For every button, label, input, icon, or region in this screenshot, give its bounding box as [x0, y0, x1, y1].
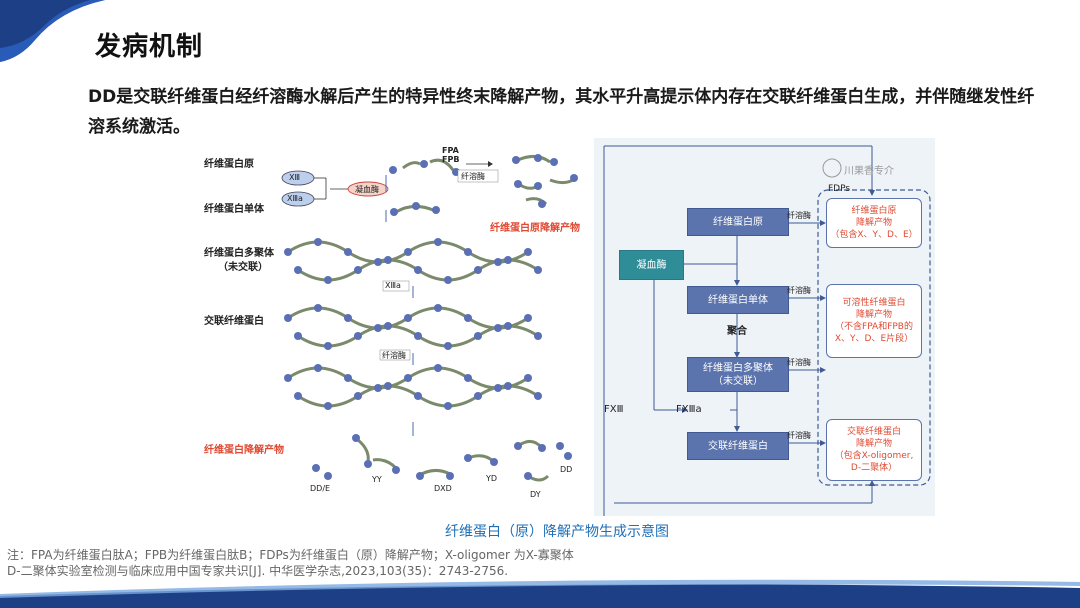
stage-label-degradation: 纤维蛋白降解产物 [204, 445, 284, 456]
stage-label-monomer: 纤维蛋白单体 [204, 204, 264, 215]
stage-label-uncrosslinked: （未交联） [218, 262, 268, 273]
product-2-line2: 降解产物 [855, 310, 892, 320]
fpb-label: FPB [442, 155, 460, 164]
intro-paragraph: DD是交联纤维蛋白经纤溶酶水解后产生的特异性终末降解产物，其水平升高提示体内存在… [88, 87, 1035, 137]
product-box-fibrinogen: 纤维蛋白原 降解产物 （包含X、Y、D、E） [826, 198, 922, 248]
page-title: 发病机制 [95, 32, 204, 62]
stage-label-polymer: 纤维蛋白多聚体 [204, 248, 274, 259]
footnote-line-1: 注：FPA为纤维蛋白肽A；FPB为纤维蛋白肽B；FDPs为纤维蛋白（原）降解产物… [7, 548, 574, 562]
stage-label-fibrinogen: 纤维蛋白原 [204, 159, 254, 170]
stage-label-crosslinked: 交联纤维蛋白 [204, 316, 264, 327]
flow-box-crosslinked: 交联纤维蛋白 [687, 432, 789, 460]
product-2-line1: 可溶性纤维蛋白 [842, 298, 906, 308]
factor13-label: XⅢ [289, 173, 300, 182]
molecular-diagram: 纤维蛋白原 纤维蛋白单体 纤维蛋白多聚体 （未交联） 交联纤维蛋白 纤维蛋白降解… [198, 140, 600, 512]
flow-box-thrombin: 凝血酶 [619, 250, 684, 280]
fpa-label: FPA [442, 146, 459, 155]
plasmin-label-1: 纤溶酶 [787, 211, 811, 220]
product-2-line4: X、Y、D、E片段） [834, 334, 914, 344]
flowchart-panel: 川果香专介 FDPs 纤维蛋白原 凝血酶 纤维蛋白单体 聚合 纤维蛋白多聚体 （… [594, 138, 935, 516]
product-1-line3: （包含X、Y、D、E） [830, 230, 918, 240]
plasmin-label-2: 纤溶酶 [787, 286, 811, 295]
flow-box-polymer-line1: 纤维蛋白多聚体 [703, 362, 773, 374]
fdps-label: FDPs [828, 184, 851, 194]
factor13a-label: XⅢa [287, 194, 303, 203]
flow-box-polymer: 纤维蛋白多聚体 （未交联） [687, 357, 789, 392]
flow-box-polymer-line2: （未交联） [713, 375, 763, 387]
plasmin-step-label: 纤溶酶 [382, 351, 406, 360]
product-3-line4: D-二聚体） [850, 463, 898, 473]
fragment-dd: DD [560, 465, 573, 474]
fragment-yd: YD [486, 474, 498, 483]
product-3-line2: 降解产物 [855, 439, 892, 449]
watermark: 川果香专介 [844, 166, 894, 177]
fragment-dy: DY [530, 490, 541, 499]
flow-box-monomer: 纤维蛋白单体 [687, 286, 789, 314]
flowchart-lines [603, 145, 931, 516]
fragment-dxd: DXD [434, 484, 452, 493]
fragment-dde: DD/E [310, 484, 331, 493]
fxiiia-label: FXⅢa [676, 404, 702, 415]
plasmin-label-4: 纤溶酶 [787, 431, 811, 440]
product-2-line3: （不含FPA和FPB的 [835, 322, 913, 332]
product-1-line2: 降解产物 [855, 218, 892, 228]
product-3-line3: （包含X-oligomer, [834, 451, 914, 461]
plasmin-label-3: 纤溶酶 [787, 358, 811, 367]
bottom-decoration [0, 579, 1080, 608]
plasmin-label-top: 纤溶酶 [461, 172, 485, 181]
corner-decoration [0, 0, 105, 62]
footnote-line-2: D-二聚体实验室检测与临床应用中国专家共识[J]. 中华医学杂志,2023,10… [7, 564, 509, 578]
fibrinogen-product-label: 纤维蛋白原降解产物 [490, 223, 580, 234]
product-3-line1: 交联纤维蛋白 [846, 427, 901, 437]
thrombin-label: 凝血酶 [355, 185, 379, 194]
factor13a-step-label: XⅢa [385, 281, 401, 290]
product-1-line1: 纤维蛋白原 [851, 206, 897, 216]
product-box-crosslinked: 交联纤维蛋白 降解产物 （包含X-oligomer, D-二聚体） [826, 419, 922, 481]
fxiii-label: FXⅢ [604, 404, 624, 415]
molecule-drawing [281, 154, 578, 482]
product-box-soluble: 可溶性纤维蛋白 降解产物 （不含FPA和FPB的 X、Y、D、E片段） [826, 284, 922, 358]
polymerize-label: 聚合 [727, 326, 747, 337]
flow-box-fibrinogen: 纤维蛋白原 [687, 208, 789, 236]
figure-caption: 纤维蛋白（原）降解产物生成示意图 [445, 524, 669, 540]
footnote: 注：FPA为纤维蛋白肽A；FPB为纤维蛋白肽B；FDPs为纤维蛋白（原）降解产物… [7, 547, 574, 579]
fragment-yy: YY [372, 475, 382, 484]
